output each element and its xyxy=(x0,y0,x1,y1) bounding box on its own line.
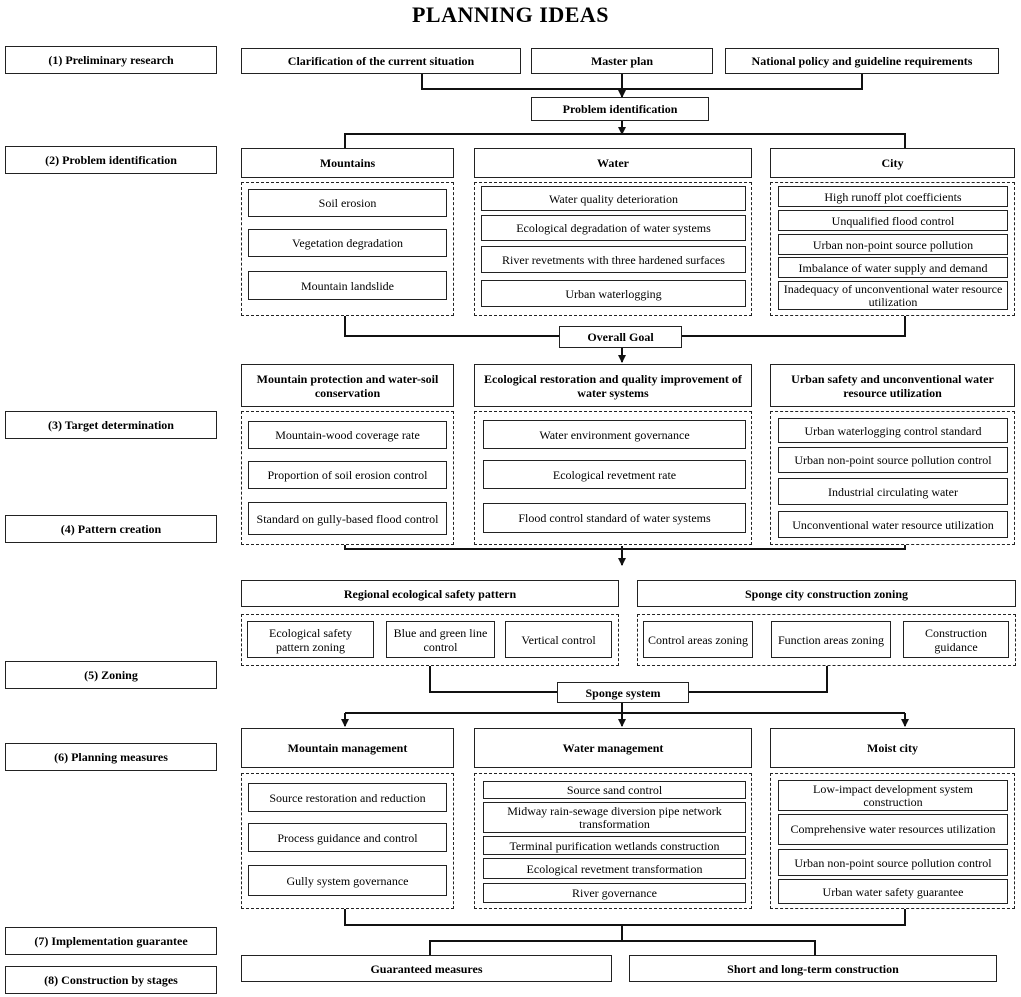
research-master-plan: Master plan xyxy=(531,48,713,74)
target-mountain-protection: Mountain protection and water-soil conse… xyxy=(241,364,454,407)
measure-comprehensive-water: Comprehensive water resources utilizatio… xyxy=(778,814,1008,845)
sponge-zoning-group xyxy=(637,614,1016,666)
step-6-label: (6) Planning measures xyxy=(5,743,217,771)
pattern-function-areas: Function areas zoning xyxy=(771,621,891,658)
measure-low-impact-development: Low-impact development system constructi… xyxy=(778,780,1008,811)
category-mountains: Mountains xyxy=(241,148,454,178)
problem-identification-node: Problem identification xyxy=(531,97,709,121)
sponge-system-node: Sponge system xyxy=(557,682,689,703)
target-wood-coverage: Mountain-wood coverage rate xyxy=(248,421,447,449)
problem-unqualified-flood: Unqualified flood control xyxy=(778,210,1008,231)
step-4-label: (4) Pattern creation xyxy=(5,515,217,543)
problem-urban-waterlogging: Urban waterlogging xyxy=(481,280,746,307)
target-water-environment: Water environment governance xyxy=(483,420,746,449)
step-7-label: (7) Implementation guarantee xyxy=(5,927,217,955)
target-soil-erosion-control: Proportion of soil erosion control xyxy=(248,461,447,489)
target-ecological-revetment-rate: Ecological revetment rate xyxy=(483,460,746,489)
step-1-label: (1) Preliminary research xyxy=(5,46,217,74)
measure-wetlands-construction: Terminal purification wetlands construct… xyxy=(483,836,746,855)
target-non-point-pollution: Urban non-point source pollution control xyxy=(778,447,1008,473)
measure-revetment-transformation: Ecological revetment transformation xyxy=(483,858,746,879)
research-national-policy: National policy and guideline requiremen… xyxy=(725,48,999,74)
measure-water-safety: Urban water safety guarantee xyxy=(778,879,1008,904)
measure-river-governance: River governance xyxy=(483,883,746,903)
problem-water-quality: Water quality deterioration xyxy=(481,186,746,211)
pattern-vertical-control: Vertical control xyxy=(505,621,612,658)
target-waterlogging-standard: Urban waterlogging control standard xyxy=(778,418,1008,443)
measure-mountain-management: Mountain management xyxy=(241,728,454,768)
pattern-construction-guidance: Construction guidance xyxy=(903,621,1009,658)
water-measure-group xyxy=(474,773,752,909)
mountain-target-group xyxy=(241,411,454,545)
problem-high-runoff: High runoff plot coefficients xyxy=(778,186,1008,207)
target-industrial-circulating: Industrial circulating water xyxy=(778,478,1008,505)
pattern-sponge-zoning-title: Sponge city construction zoning xyxy=(637,580,1016,607)
mountains-problem-group xyxy=(241,182,454,316)
category-water: Water xyxy=(474,148,752,178)
step-3-label: (3) Target determination xyxy=(5,411,217,439)
problem-river-revetments: River revetments with three hardened sur… xyxy=(481,246,746,273)
pattern-regional-title: Regional ecological safety pattern xyxy=(241,580,619,607)
measure-source-sand-control: Source sand control xyxy=(483,781,746,799)
category-city: City xyxy=(770,148,1015,178)
problem-mountain-landslide: Mountain landslide xyxy=(248,271,447,300)
mountain-measure-group xyxy=(241,773,454,909)
problem-unconventional-water: Inadequacy of unconventional water resou… xyxy=(778,281,1008,310)
diagram-title: PLANNING IDEAS xyxy=(411,2,610,27)
water-target-group xyxy=(474,411,752,545)
measure-non-point-pollution: Urban non-point source pollution control xyxy=(778,849,1008,876)
step-2-label: (2) Problem identification xyxy=(5,146,217,174)
target-gully-flood-control: Standard on gully-based flood control xyxy=(248,502,447,535)
problem-water-supply-imbalance: Imbalance of water supply and demand xyxy=(778,257,1008,278)
target-unconventional-water: Unconventional water resource utilizatio… xyxy=(778,511,1008,538)
research-current-situation: Clarification of the current situation xyxy=(241,48,521,74)
problem-vegetation-degradation: Vegetation degradation xyxy=(248,229,447,257)
regional-pattern-group xyxy=(241,614,619,666)
measure-source-restoration: Source restoration and reduction xyxy=(248,783,447,812)
target-flood-control-standard: Flood control standard of water systems xyxy=(483,503,746,533)
pattern-blue-green-line: Blue and green line control xyxy=(386,621,495,658)
target-urban-safety: Urban safety and unconventional water re… xyxy=(770,364,1015,407)
city-problem-group xyxy=(770,182,1015,316)
pattern-ecological-safety-zoning: Ecological safety pattern zoning xyxy=(247,621,374,658)
final-guaranteed-measures: Guaranteed measures xyxy=(241,955,612,982)
pattern-control-areas: Control areas zoning xyxy=(643,621,753,658)
city-measure-group xyxy=(770,773,1015,909)
problem-non-point-pollution: Urban non-point source pollution xyxy=(778,234,1008,255)
overall-goal-node: Overall Goal xyxy=(559,326,682,348)
urban-target-group xyxy=(770,411,1015,545)
measure-gully-governance: Gully system governance xyxy=(248,865,447,896)
measure-moist-city: Moist city xyxy=(770,728,1015,768)
final-short-long-term: Short and long-term construction xyxy=(629,955,997,982)
measure-water-management: Water management xyxy=(474,728,752,768)
problem-ecological-degradation: Ecological degradation of water systems xyxy=(481,215,746,241)
target-ecological-restoration: Ecological restoration and quality impro… xyxy=(474,364,752,407)
step-5-label: (5) Zoning xyxy=(5,661,217,689)
measure-rain-sewage-diversion: Midway rain-sewage diversion pipe networ… xyxy=(483,802,746,833)
step-8-label: (8) Construction by stages xyxy=(5,966,217,994)
problem-soil-erosion: Soil erosion xyxy=(248,189,447,217)
measure-process-guidance: Process guidance and control xyxy=(248,823,447,852)
water-problem-group xyxy=(474,182,752,316)
